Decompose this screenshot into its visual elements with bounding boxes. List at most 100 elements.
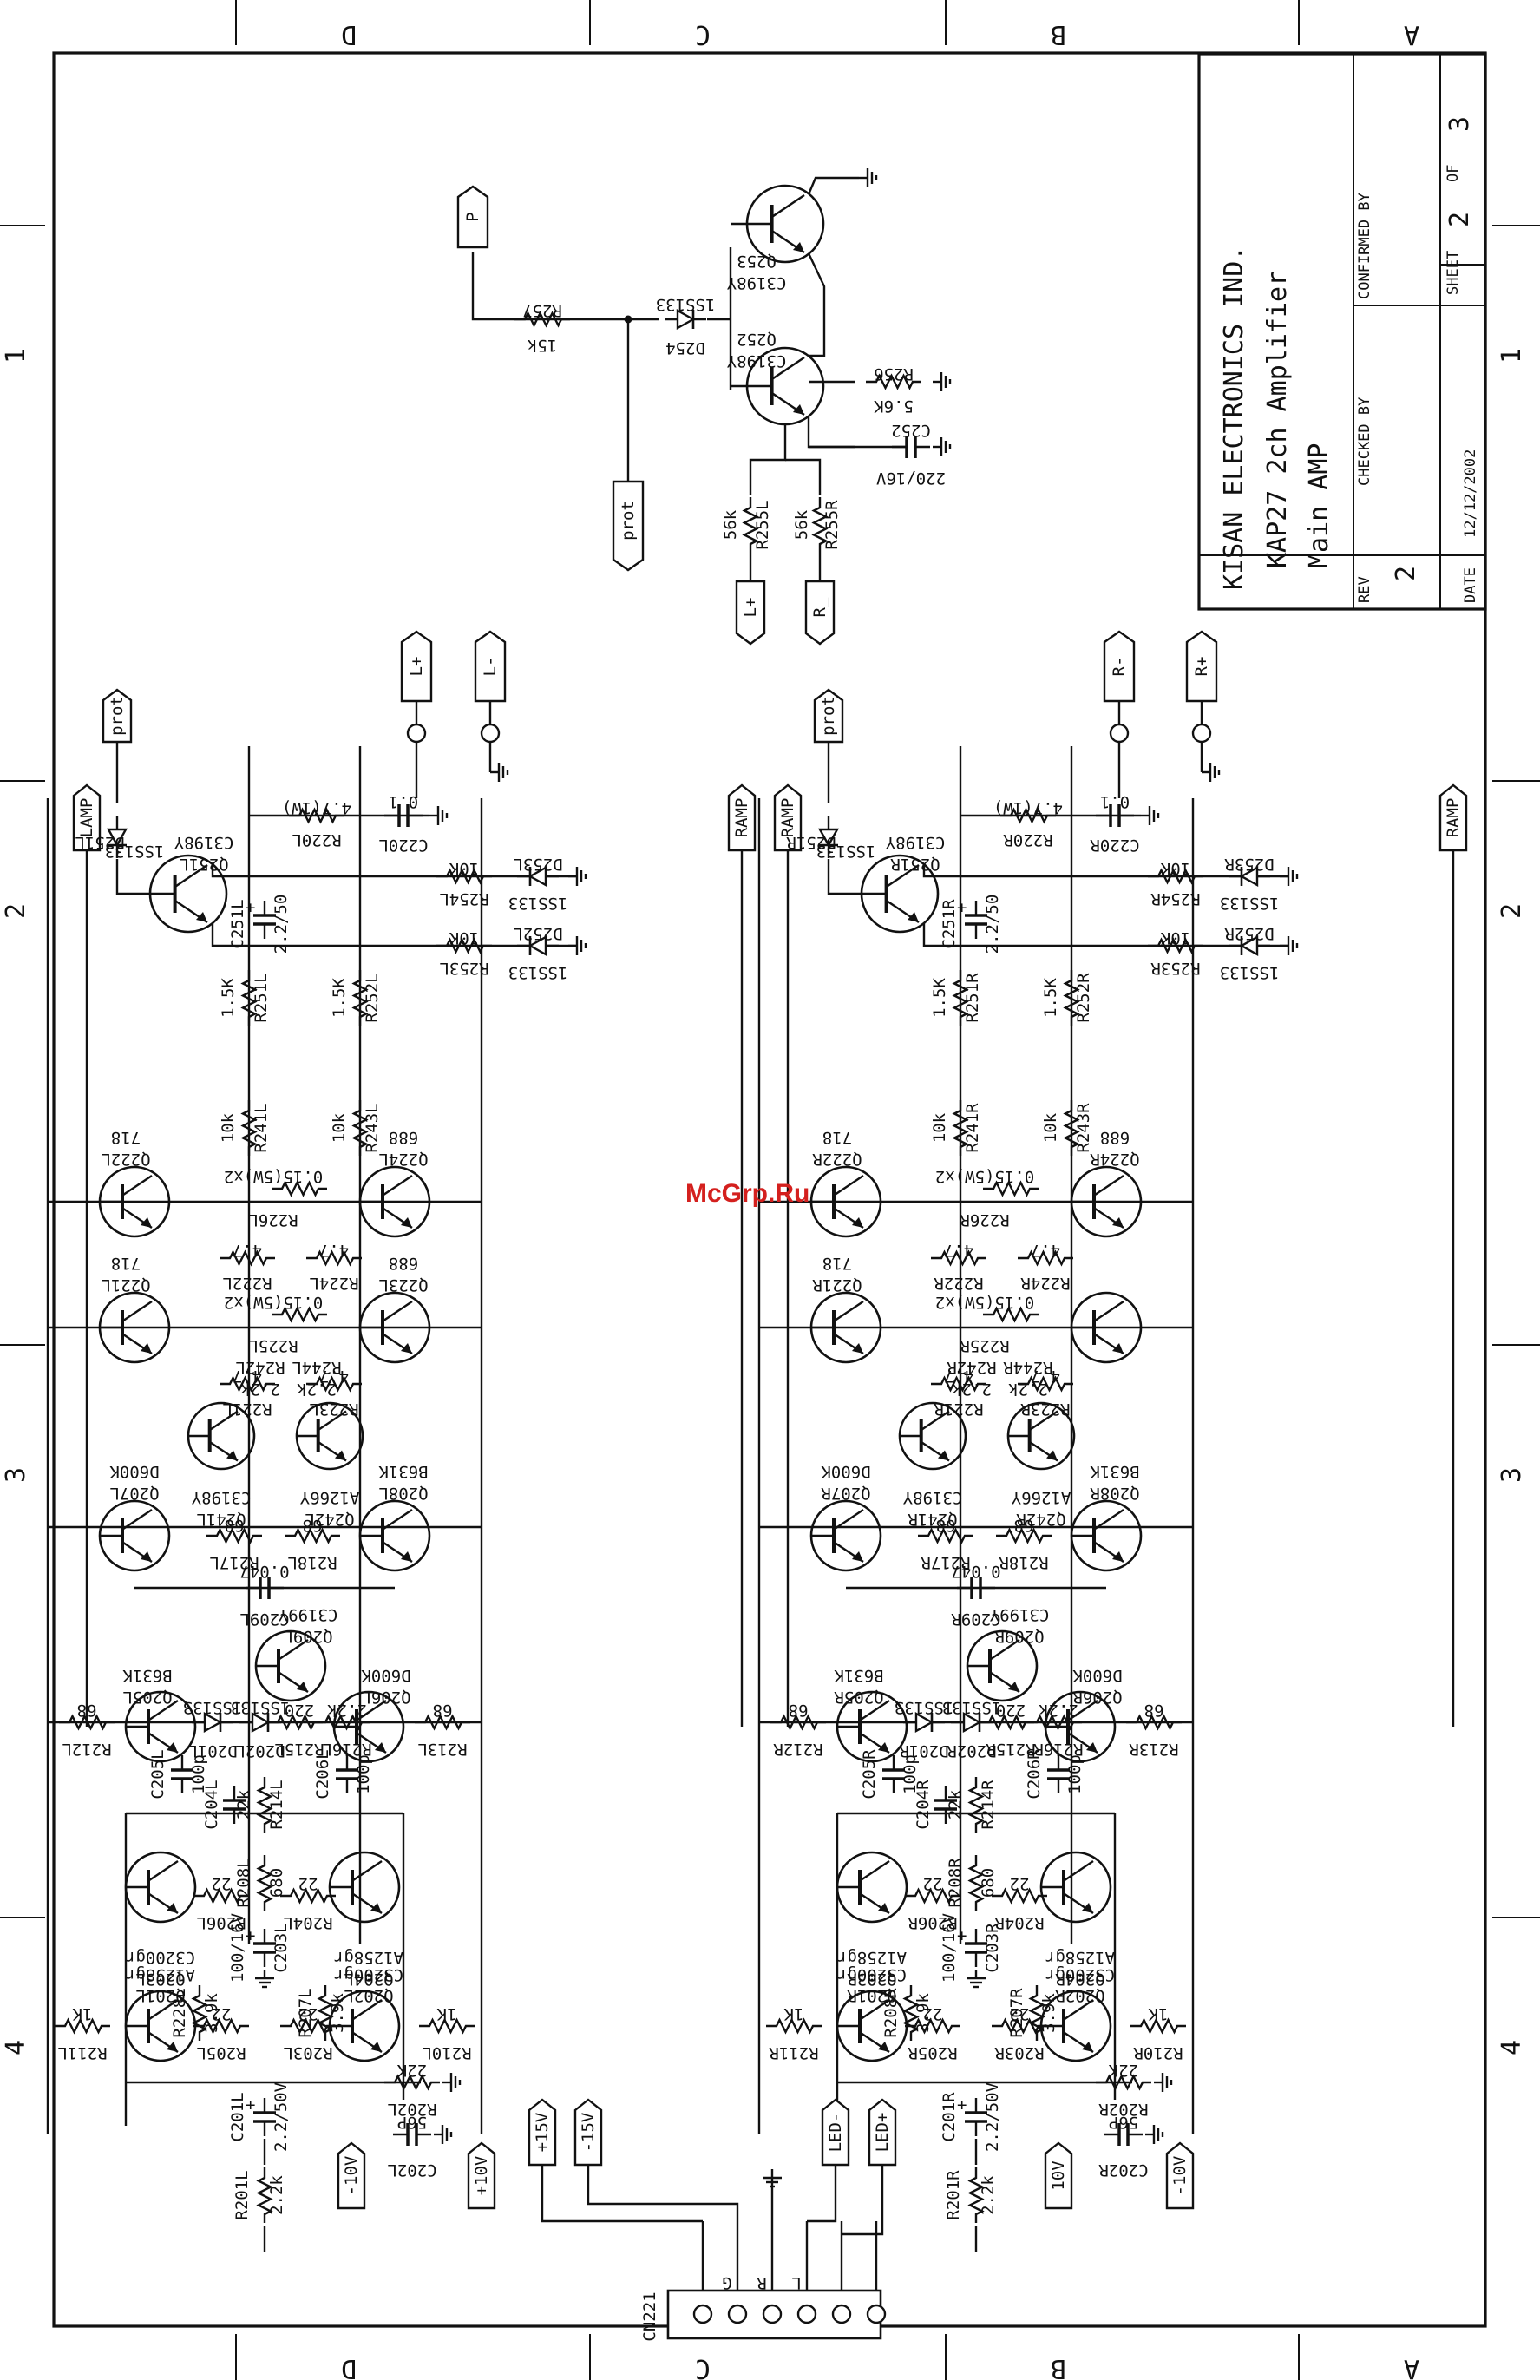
ground-symbol xyxy=(490,763,509,782)
label-right-r217: R217R xyxy=(921,1553,971,1572)
label-right-r244: R244R xyxy=(1003,1358,1053,1377)
ground-symbol xyxy=(434,2125,453,2144)
cn-pin-l: L xyxy=(791,2273,801,2292)
connector-flag-10v: -10V xyxy=(337,2141,366,2210)
label-right-r225: R225R xyxy=(960,1336,1010,1355)
label-right-r206-v: 22 xyxy=(923,1874,943,1893)
label-left-r244-v: 2.2k xyxy=(297,1380,337,1399)
connector-flag-led: LED- xyxy=(821,2098,850,2167)
connector-flag-ramp: RAMP xyxy=(773,783,803,852)
label-left-r253: R253L xyxy=(439,959,488,978)
label-protect-r255l: R255L xyxy=(753,500,772,549)
connector-label: LED+ xyxy=(873,2113,892,2153)
resistor-r206r xyxy=(905,1887,960,1905)
connector-label: LAMP xyxy=(77,798,96,838)
label-right-q242-p: A1266Y xyxy=(1011,1488,1071,1507)
resistor-r201l xyxy=(256,2167,273,2223)
label-protect-q252: Q252 xyxy=(737,330,777,349)
transistor-q241l xyxy=(187,1401,256,1471)
label-left-q208-p: B631K xyxy=(378,1462,429,1481)
ground-symbol xyxy=(255,1970,274,1989)
label-right-r251-v: 1.5K xyxy=(930,978,949,1018)
label-left-r222-v: 4.7 xyxy=(233,1241,262,1260)
connector-label: L+ xyxy=(741,598,760,618)
transistor-q208r xyxy=(1070,1499,1143,1572)
connector-label: L- xyxy=(481,657,500,677)
rev-label: REV xyxy=(1356,576,1373,603)
transistor-q252 xyxy=(745,346,825,426)
label-left-d202-p: 1SS133 xyxy=(231,1698,291,1717)
border-row-label: 2 xyxy=(1,903,31,919)
label-left-r226-v: 0.15(5W)x2 xyxy=(224,1167,323,1186)
resistor-r252r xyxy=(1063,970,1080,1026)
capacitor-c203l: + xyxy=(246,1926,276,1967)
label-left-r220-v: 4.7(1W) xyxy=(282,798,351,817)
capacitor-c202r xyxy=(1104,2123,1143,2146)
capacitor-c206r xyxy=(1047,1755,1070,1793)
diode-d251l xyxy=(106,816,128,858)
cn221-label: CN221 xyxy=(640,2291,659,2341)
resistor-r220r xyxy=(1000,807,1056,824)
diode-d252l xyxy=(517,934,559,957)
label-left-c251: C251L xyxy=(228,899,247,948)
ground-symbol xyxy=(1154,2073,1173,2092)
label-protect-d254-p: 1SS133 xyxy=(656,295,716,314)
label-left-r226: R226L xyxy=(248,1210,298,1229)
cn-pin-r: R xyxy=(757,2273,767,2292)
label-left-r241: R241L xyxy=(252,1103,271,1152)
resistor-r225l xyxy=(272,1306,327,1323)
connector-flag-15v: +15V xyxy=(528,2098,557,2167)
label-right-q205-p: B631K xyxy=(834,1666,884,1685)
label-left-q242: Q242L xyxy=(305,1510,354,1529)
label-protect-d254: D254 xyxy=(665,338,705,357)
resistor-r251r xyxy=(952,970,969,1026)
diode-d251r xyxy=(817,816,840,858)
label-left-r206: R206L xyxy=(196,1913,246,1932)
label-left-r215: R215L xyxy=(274,1740,324,1759)
label-left-d201: D201L xyxy=(187,1741,237,1760)
label-left-c220-v: 0.1 xyxy=(389,792,418,811)
label-right-q206-p: D600K xyxy=(1072,1666,1123,1685)
ground-symbol xyxy=(933,372,952,391)
label-right-r226-v: 0.15(5W)x2 xyxy=(935,1167,1034,1186)
ground-symbol xyxy=(763,2169,782,2188)
resistor-r256 xyxy=(866,373,921,390)
label-right-r207: R207R xyxy=(1007,1988,1026,2038)
label-left-r203: R203L xyxy=(283,2043,332,2062)
label-right-c220: C220R xyxy=(1090,836,1140,855)
label-left-q206: Q206L xyxy=(361,1688,410,1707)
resistor-r226l xyxy=(272,1180,327,1197)
label-left-q208: Q208L xyxy=(378,1484,428,1503)
label-left-c202-v: 56P xyxy=(397,2113,427,2132)
label-left-r224-v: 4.7 xyxy=(319,1241,349,1260)
connector-flag-l: L+ xyxy=(400,630,433,703)
label-right-q205: Q205R xyxy=(834,1688,884,1707)
transistor-q224r xyxy=(1070,1165,1143,1238)
label-right-r225-v: 0.15(5W)x2 xyxy=(935,1293,1034,1312)
label-left-c204: C204L xyxy=(202,1780,221,1829)
label-left-q209: Q209L xyxy=(283,1627,332,1646)
label-left-d252: D252L xyxy=(513,924,562,943)
label-right-d201: D201R xyxy=(899,1741,949,1760)
label-left-r214-v: 22k xyxy=(234,1789,253,1819)
resistor-r207r xyxy=(1028,1985,1045,2041)
label-left-r203-v: 22 xyxy=(298,2004,318,2023)
label-right-q224: Q224R xyxy=(1090,1150,1140,1169)
capacitor-c201l: + xyxy=(246,2095,276,2136)
transistor-q207l xyxy=(98,1499,171,1572)
label-left-c206-v: 100p xyxy=(354,1754,373,1794)
resistor-r255l xyxy=(742,497,759,553)
label-left-r228-v: 3.9k xyxy=(202,1993,221,2033)
label-left-q241: Q241L xyxy=(196,1510,246,1529)
label-left-c209-v: 0.047 xyxy=(239,1562,289,1581)
label-left-c220: C220L xyxy=(378,836,428,855)
label-right-r241-v: 10k xyxy=(930,1112,949,1143)
label-right-q222-p: 718 xyxy=(822,1128,852,1147)
label-left-r206-v: 22 xyxy=(212,1874,232,1893)
transistor-q203l xyxy=(124,1851,197,1924)
border-col-label: D xyxy=(341,19,357,49)
label-right-r218: R218R xyxy=(999,1553,1049,1572)
